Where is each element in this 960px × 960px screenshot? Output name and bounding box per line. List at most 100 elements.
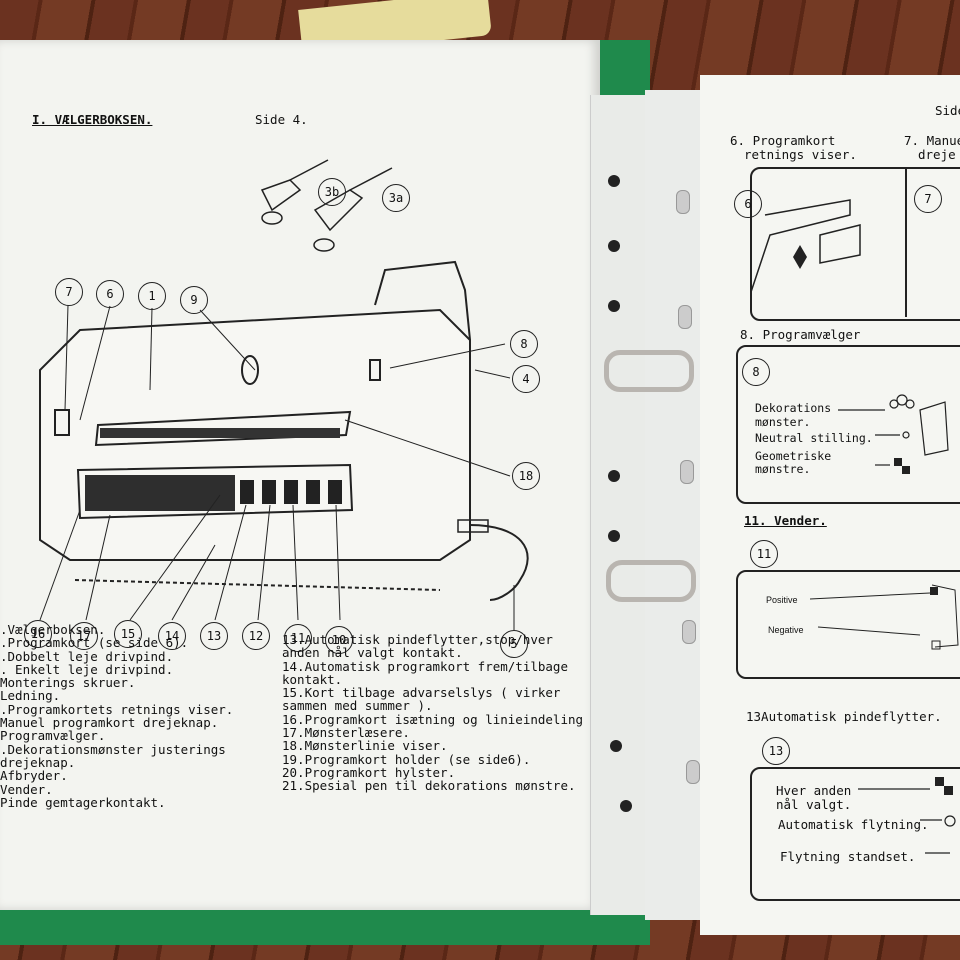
section-6-number: 6: [734, 190, 762, 218]
list-item: 13.Automatisk pindeflytter,stop/hver: [282, 632, 553, 647]
positive-label: Positive: [766, 595, 798, 605]
punch-hole: [610, 740, 622, 752]
callout-1: 1: [138, 282, 166, 310]
punch-slot: [678, 305, 692, 329]
section-7-title-2: dreje: [918, 147, 956, 162]
list-item: . Enkelt leje drivpind.: [0, 661, 174, 677]
punch-hole: [608, 240, 620, 252]
section-13-title: 13Automatisk pindeflytter.: [746, 709, 942, 724]
list-item: 18.Mønsterlinie viser.: [282, 738, 448, 754]
list-item: .Vælgerboksen.: [0, 622, 106, 637]
geometric-pattern-label: Geometriske: [755, 449, 832, 463]
list-item: Pinde gemtagerkontakt.: [0, 794, 166, 810]
list-item: 15.Kort tilbage advarselslys ( virker: [282, 685, 561, 701]
parts-list-left: .Vælgerboksen. .Programkort (se side 6).…: [0, 623, 233, 809]
section-title: I. VÆLGERBOKSEN.: [32, 112, 153, 127]
punch-slot: [682, 620, 696, 644]
section-8-title: 8. Programvælger: [740, 327, 861, 342]
move-stopped-label: Flytning standset.: [780, 849, 916, 864]
section-13-number: 13: [762, 737, 790, 765]
callout-13: 13: [200, 622, 228, 650]
plastic-sleeve-margin: [590, 95, 646, 915]
list-item: .Dekorationsmønster justerings: [0, 741, 226, 757]
punch-slot: [680, 460, 694, 484]
list-item: drejeknap.: [0, 754, 76, 770]
list-item: .Dobbelt leje drivpind.: [0, 648, 174, 664]
list-item: 17.Mønsterlæsere.: [282, 725, 410, 741]
callout-4: 4: [512, 365, 540, 393]
list-item: Ledning.: [0, 688, 61, 704]
selector-box-drawing: [39, 159, 529, 630]
list-item: anden nål valgt kontakt.: [282, 645, 463, 661]
list-item: 21.Spesial pen til dekorations mønstre.: [282, 778, 576, 794]
section-6-box: [750, 167, 960, 321]
list-item: Monterings skruer.: [0, 675, 136, 691]
callout-11: 11: [284, 624, 312, 652]
left-manual-page: I. VÆLGERBOKSEN. Side 4.: [0, 40, 600, 910]
decoration-pattern-label-2: mønster.: [755, 415, 811, 429]
callout-17: 17: [70, 622, 98, 650]
selector-switch-drawing: [838, 394, 949, 474]
callout-7: 7: [55, 278, 83, 306]
section-11-number: 11: [750, 540, 778, 568]
callout-10: 10: [325, 626, 353, 654]
punch-hole: [608, 175, 620, 187]
neutral-position-label: Neutral stilling.: [755, 431, 873, 445]
box-divider: [905, 167, 907, 317]
parts-list-right: 13.Automatisk pindeflytter,stop/hver and…: [282, 633, 583, 793]
list-item: Manuel programkort drejeknap.: [0, 715, 219, 731]
punch-hole: [608, 300, 620, 312]
callout-16: 16: [24, 620, 52, 648]
punch-hole: [620, 800, 632, 812]
binder-ring-top: [604, 350, 694, 392]
section-11-title: 11. Vender.: [744, 513, 827, 528]
every-other-needle-label-2: nål valgt.: [776, 797, 852, 812]
section-8-number: 8: [742, 358, 770, 386]
list-item: 14.Automatisk programkort frem/tilbage: [282, 658, 568, 674]
binder-ring-bottom: [606, 560, 696, 602]
list-item: Programvælger.: [0, 728, 106, 744]
section-6-title-2: retnings viser.: [744, 147, 857, 162]
section-11-box: [736, 570, 960, 679]
negative-label: Negative: [768, 625, 804, 635]
pin-mover-drawing: [858, 777, 956, 854]
callout-6: 6: [96, 280, 124, 308]
section-13-box: [750, 767, 960, 901]
punch-hole: [608, 530, 620, 542]
callout-12: 12: [242, 622, 270, 650]
every-other-needle-label: Hver anden: [776, 783, 852, 798]
list-item: kontakt.: [282, 671, 343, 687]
list-item: Afbryder.: [0, 768, 68, 784]
geometric-pattern-label-2: mønstre.: [755, 462, 811, 476]
decoration-pattern-label: Dekorations: [755, 401, 832, 415]
automatic-move-label: Automatisk flytning.: [778, 817, 929, 832]
section-8-box: [736, 345, 960, 504]
section-7-number: 7: [914, 185, 942, 213]
list-item: .Programkortets retnings viser.: [0, 701, 234, 717]
section-6-title-1: 6. Programkort: [730, 133, 836, 148]
list-item: 20.Programkort hylster.: [282, 764, 456, 780]
list-item: 19.Programkort holder (se side6).: [282, 751, 531, 767]
callout-3b: 3b: [318, 178, 346, 206]
callout-18: 18: [512, 462, 540, 490]
reverser-drawing: [810, 584, 959, 650]
callout-3a: 3a: [382, 184, 410, 212]
page-label: Side 4.: [255, 112, 308, 127]
punch-slot: [686, 760, 700, 784]
punch-slot: [676, 190, 690, 214]
list-item: 16.Programkort isætning og linieindeling: [282, 711, 584, 727]
drive-pins-drawing: [260, 159, 393, 252]
list-item: .Programkort (se side 6).: [0, 635, 189, 651]
direction-indicator-drawing: [750, 199, 861, 296]
right-page-label: Side: [935, 103, 960, 118]
section-7-title-1: 7. Manue: [904, 133, 960, 148]
list-item: sammen med summer ).: [282, 698, 433, 714]
list-item: Vender.: [0, 781, 53, 797]
callout-15: 15: [114, 620, 142, 648]
right-manual-page: Side 6. Programkort retnings viser. 7. M…: [700, 75, 960, 935]
punch-hole: [608, 470, 620, 482]
callout-14: 14: [158, 622, 186, 650]
callout-8: 8: [510, 330, 538, 358]
callout-5: 5: [500, 630, 528, 658]
callout-9: 9: [180, 286, 208, 314]
